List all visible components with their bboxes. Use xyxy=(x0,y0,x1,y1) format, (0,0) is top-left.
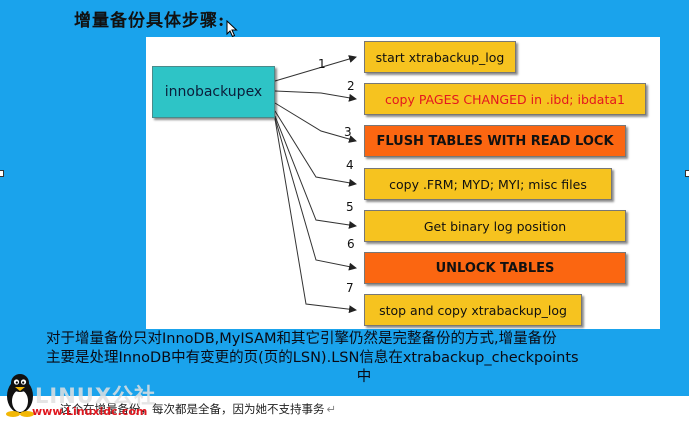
step-label: start xtrabackup_log xyxy=(375,49,505,65)
tux-penguin-icon xyxy=(6,374,34,417)
step-label: FLUSH TABLES WITH READ LOCK xyxy=(376,133,614,149)
step-box-start-xtrabackup-log: start xtrabackup_log xyxy=(364,41,516,73)
innobackupex-label: innobackupex xyxy=(164,84,263,100)
step-number-2: 2 xyxy=(347,79,355,93)
step-number-4: 4 xyxy=(346,158,354,172)
connector-arrow-7 xyxy=(274,118,357,314)
slide-body-text: 对于增量备份只对InnoDB,MyISAM和其它引擎仍然是完整备份的方式,增量备… xyxy=(46,330,678,387)
step-number-6: 6 xyxy=(347,237,355,251)
step-label: UNLOCK TABLES xyxy=(435,260,555,276)
slide-title: 增量备份具体步骤: xyxy=(74,11,226,31)
step-number-1: 1 xyxy=(318,57,326,71)
step-number-7: 7 xyxy=(346,281,354,295)
innobackupex-node: innobackupex xyxy=(152,66,275,118)
mouse-cursor-icon xyxy=(226,20,238,38)
step-number-3: 3 xyxy=(344,125,352,139)
selection-handle-left[interactable] xyxy=(0,170,4,177)
body-line-3: 中 xyxy=(356,369,372,385)
step-number-5: 5 xyxy=(346,200,354,214)
slide-canvas[interactable]: 增量备份具体步骤: innobackupex 1 2 3 4 5 6 7 sta… xyxy=(0,0,689,396)
step-box-flush-tables: FLUSH TABLES WITH READ LOCK xyxy=(364,125,626,157)
watermark-url: www.Linuxidc.com xyxy=(32,405,148,418)
connector-arrow-5 xyxy=(274,115,357,229)
step-box-get-binlog-position: Get binary log position xyxy=(364,210,626,242)
body-line-1: 对于增量备份只对InnoDB,MyISAM和其它引擎仍然是完整备份的方式,增量备… xyxy=(46,331,557,347)
document-note[interactable]: 这个在增量备份，每次都是全备，因为她不支持事务↵ xyxy=(60,401,336,417)
connector-arrow-2 xyxy=(274,90,357,102)
selection-handle-right[interactable] xyxy=(685,170,689,177)
note-text: 这个在增量备份，每次都是全备，因为她不支持事务 xyxy=(60,402,325,416)
step-label: copy PAGES CHANGED in .ibd; ibdata1 xyxy=(385,91,625,107)
backup-steps-diagram: innobackupex 1 2 3 4 5 6 7 start xtrabac… xyxy=(146,37,660,329)
watermark-text: LINUX公社 xyxy=(35,384,157,408)
step-label: Get binary log position xyxy=(423,218,567,234)
body-line-2: 主要是处理InnoDB中有变更的页(页的LSN).LSN信息在xtrabacku… xyxy=(46,350,579,366)
connector-arrow-3 xyxy=(274,102,357,143)
connector-arrow-4 xyxy=(274,110,357,187)
paragraph-mark: ↵ xyxy=(326,402,337,416)
step-label: copy .FRM; MYD; MYI; misc files xyxy=(389,176,587,192)
step-box-copy-pages-changed: copy PAGES CHANGED in .ibd; ibdata1 xyxy=(364,83,646,115)
step-label: stop and copy xtrabackup_log xyxy=(379,302,567,318)
diagram-connectors xyxy=(274,55,357,314)
step-box-stop-copy-xtrabackup-log: stop and copy xtrabackup_log xyxy=(364,294,582,326)
step-box-copy-frm-files: copy .FRM; MYD; MYI; misc files xyxy=(364,168,612,200)
step-box-unlock-tables: UNLOCK TABLES xyxy=(364,252,626,284)
connector-arrow-1 xyxy=(274,55,357,82)
connector-arrow-6 xyxy=(274,117,357,271)
